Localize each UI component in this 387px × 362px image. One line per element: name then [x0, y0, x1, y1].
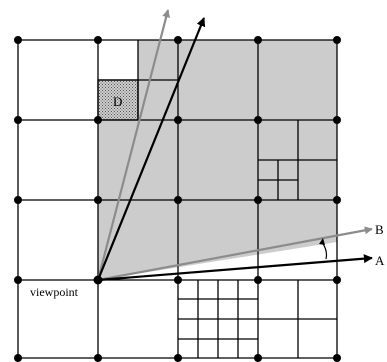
node: [333, 116, 341, 124]
node: [254, 354, 262, 362]
node: [94, 196, 102, 204]
node: [174, 196, 182, 204]
ray-a: [97, 254, 373, 282]
node: [333, 276, 341, 284]
node: [14, 116, 22, 124]
node: [174, 116, 182, 124]
ray-a-label: A: [375, 253, 385, 268]
node: [14, 354, 22, 362]
ray-upper-black: [96, 17, 206, 281]
cell-d-label: D: [113, 94, 122, 109]
viewpoint-node: [93, 275, 103, 285]
ray-b: [97, 226, 373, 282]
node: [254, 196, 262, 204]
node: [174, 276, 182, 284]
grid-nodes: [14, 36, 341, 362]
node: [14, 276, 22, 284]
node: [174, 36, 182, 44]
ray-b-label: B: [375, 222, 384, 237]
viewpoint-label: viewpoint: [30, 285, 79, 299]
ray-upper-gray: [96, 9, 171, 281]
node: [14, 196, 22, 204]
node: [333, 196, 341, 204]
node: [333, 354, 341, 362]
node: [94, 116, 102, 124]
node: [333, 36, 341, 44]
subdivision-right: [258, 120, 337, 200]
subdivision-bottom: [178, 280, 337, 358]
rays: [96, 9, 373, 282]
node: [254, 276, 262, 284]
node: [254, 116, 262, 124]
subdivision-top: [98, 40, 178, 120]
node: [94, 354, 102, 362]
visible-region: [98, 40, 337, 280]
node: [174, 354, 182, 362]
node: [14, 36, 22, 44]
rotation-arrow-head-icon: [319, 238, 325, 245]
node: [254, 36, 262, 44]
node: [94, 36, 102, 44]
